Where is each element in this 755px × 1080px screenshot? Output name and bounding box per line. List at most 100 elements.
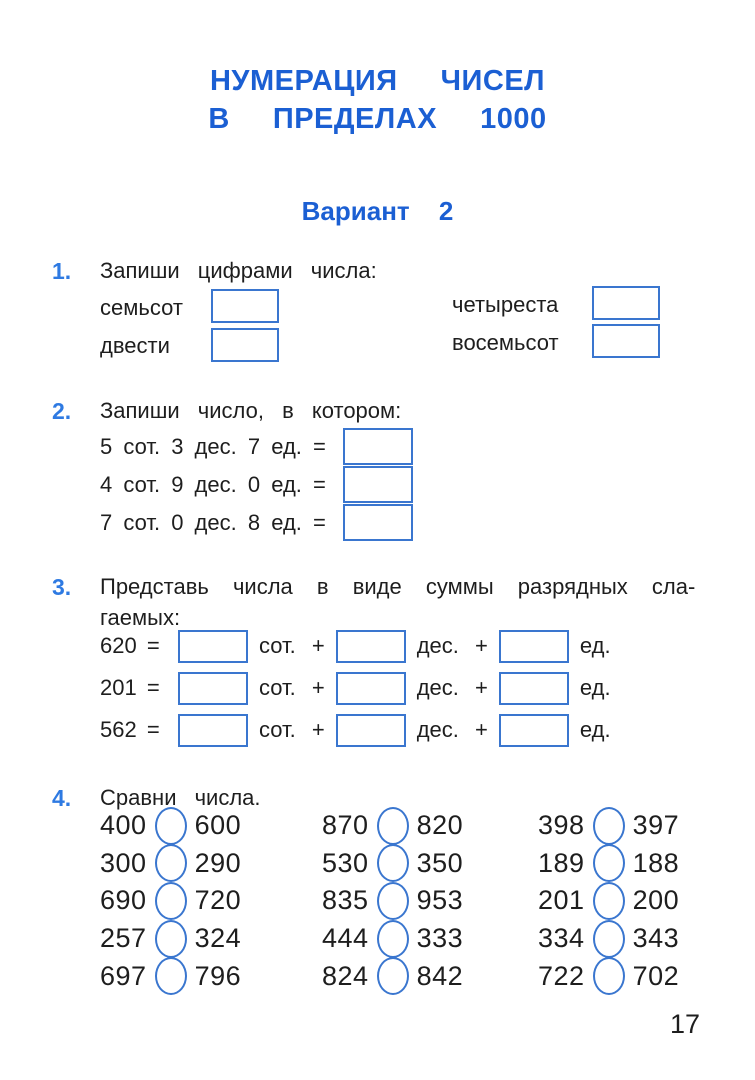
task3-hundreds-box-1[interactable] [178,629,248,663]
compare-pair: 824 842 [322,957,464,996]
compare-right: 290 [194,847,242,878]
task1-answer-box-3[interactable] [592,286,660,320]
compare-right: 842 [416,960,464,991]
task3-unit-tens: дес. + [416,717,488,742]
compare-pair: 398 397 [538,806,680,845]
task3-ones-box-1[interactable] [498,629,569,663]
task1-answer-box-4[interactable] [592,324,660,358]
comparison-circle[interactable] [154,844,187,883]
task3-unit-hundreds: сот. + [259,717,325,742]
task2-line-2: 4 сот. 9 дес. 0 ед. = [100,472,326,497]
compare-right: 343 [632,923,680,954]
task3-tens-box-3[interactable] [335,713,406,747]
compare-pair: 444 333 [322,919,464,958]
task3-unit-hundreds: сот. + [259,675,325,700]
comparison-circle[interactable] [592,806,625,845]
task1-word-vosemsot: восемьсот [452,330,559,355]
compare-left: 870 [322,810,369,841]
task3-unit-hundreds: сот. + [259,633,325,658]
page-title-line1: НУМЕРАЦИЯ ЧИСЕЛ [209,65,546,97]
comparison-circle[interactable] [376,881,409,920]
compare-right: 720 [194,885,242,916]
compare-pair: 300 290 [100,844,242,883]
task1-answer-box-2[interactable] [211,328,279,362]
task3-row-label: 620 = [100,633,160,658]
comparison-circle[interactable] [376,844,409,883]
compare-pair: 870 820 [322,806,464,845]
comparison-circle[interactable] [154,806,187,845]
compare-left: 257 [100,923,147,954]
compare-right: 333 [416,923,464,954]
task3-unit-ones: ед. [579,675,611,700]
task2-line-1: 5 сот. 3 дес. 7 ед. = [100,434,326,459]
compare-pair: 690 720 [100,881,242,920]
task2-answer-box-1[interactable] [343,428,413,465]
task3-ones-box-2[interactable] [498,671,569,705]
task3-unit-ones: ед. [579,633,611,658]
compare-pair: 334 343 [538,919,680,958]
task1-prompt: Запиши цифрами числа: [100,258,377,283]
comparison-circle[interactable] [592,881,625,920]
task3-ones-box-3[interactable] [498,713,569,747]
comparison-circle[interactable] [376,919,409,958]
comparison-circle[interactable] [154,881,187,920]
compare-left: 530 [322,847,369,878]
comparison-circle[interactable] [592,957,625,996]
task2-answer-box-3[interactable] [343,504,413,541]
task1-answer-box-1[interactable] [211,289,279,323]
task3-tens-box-2[interactable] [335,671,406,705]
comparison-circle[interactable] [376,957,409,996]
task3-tens-box-1[interactable] [335,629,406,663]
compare-left: 697 [100,960,147,991]
compare-left: 444 [322,923,369,954]
page-number: 17 [670,1009,701,1039]
compare-left: 398 [538,810,585,841]
compare-pair: 257 324 [100,919,241,958]
task3-unit-tens: дес. + [416,633,488,658]
compare-left: 400 [100,810,147,841]
compare-right: 350 [416,847,464,878]
compare-right: 600 [194,810,242,841]
compare-right: 200 [632,885,680,916]
task3-row-562: 562 = сот. + дес. + ед. [100,711,611,749]
task3-unit-tens: дес. + [416,675,488,700]
task3-prompt-line2: гаемых: [100,605,181,630]
task2-line-3: 7 сот. 0 дес. 8 ед. = [100,510,326,535]
compare-pair: 400 600 [100,806,242,845]
task3-row-label: 562 = [100,717,160,742]
variant-heading: Вариант 2 [301,196,454,226]
compare-left: 824 [322,960,369,991]
compare-right: 820 [416,810,464,841]
comparison-circle[interactable] [154,919,187,958]
task4-column-1: 400 600 300 290 690 720 257 324 697 796 [100,806,242,996]
compare-left: 835 [322,885,369,916]
task3-hundreds-box-2[interactable] [178,671,248,705]
compare-pair: 189 188 [538,844,679,883]
compare-left: 690 [100,885,147,916]
task1-number: 1. [52,258,72,284]
task3-hundreds-box-3[interactable] [178,713,248,747]
comparison-circle[interactable] [376,806,409,845]
task4-column-3: 398 397 189 188 201 200 334 343 722 702 [538,806,680,996]
task3-unit-ones: ед. [579,717,611,742]
comparison-circle[interactable] [592,919,625,958]
comparison-circle[interactable] [154,957,187,996]
comparison-circle[interactable] [592,844,625,883]
compare-left: 201 [538,885,585,916]
task2-prompt: Запиши число, в котором: [100,398,402,423]
compare-pair: 722 702 [538,957,680,996]
compare-pair: 697 796 [100,957,241,996]
compare-pair: 835 953 [322,881,463,920]
task4-prompt: Сравни числа. [100,785,261,810]
task4-column-2: 870 820 530 350 835 953 444 333 824 842 [322,806,464,996]
task1-word-chetyresta: четыреста [452,292,559,317]
compare-right: 397 [632,810,680,841]
task3-row-label: 201 = [100,675,160,700]
task4-number: 4. [52,785,72,811]
compare-left: 300 [100,847,147,878]
task2-answer-box-2[interactable] [343,466,413,503]
task2-number: 2. [52,398,72,424]
compare-right: 702 [632,960,680,991]
